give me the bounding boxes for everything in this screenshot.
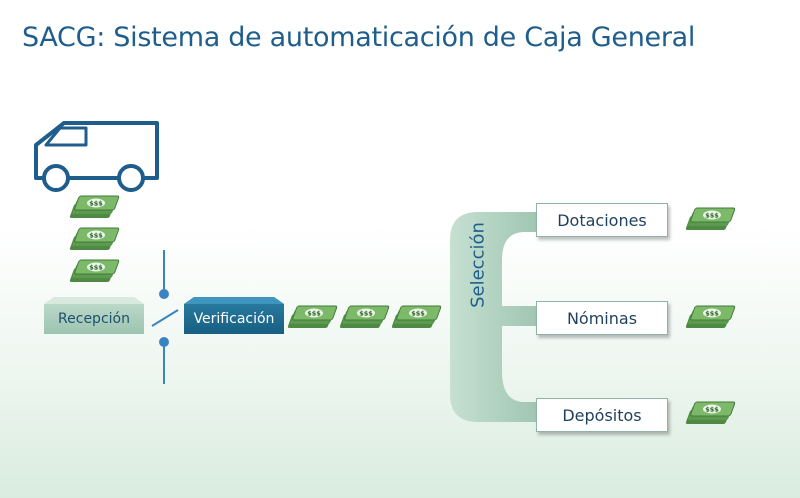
money-icon — [68, 227, 120, 251]
output-nominas: Nóminas — [536, 301, 668, 335]
money-icon — [684, 207, 736, 231]
money-icon — [68, 195, 120, 219]
money-icon — [338, 305, 390, 329]
verification-stage — [184, 297, 284, 334]
selection-label: Selección — [467, 222, 489, 308]
truck-icon — [34, 121, 159, 192]
money-icon — [684, 305, 736, 329]
output-dotaciones: Dotaciones — [536, 203, 668, 237]
switch-icon — [151, 250, 179, 384]
selection-bracket — [450, 212, 540, 422]
money-icon — [390, 305, 442, 329]
reception-stage — [44, 297, 144, 334]
verification-label: Verificación — [193, 311, 275, 327]
output-depositos: Depósitos — [536, 398, 668, 432]
money-icon — [684, 401, 736, 425]
page-title: SACG: Sistema de automaticación de Caja … — [22, 22, 696, 53]
money-icon — [286, 305, 338, 329]
money-icon — [68, 259, 120, 283]
reception-label: Recepción — [58, 311, 130, 327]
